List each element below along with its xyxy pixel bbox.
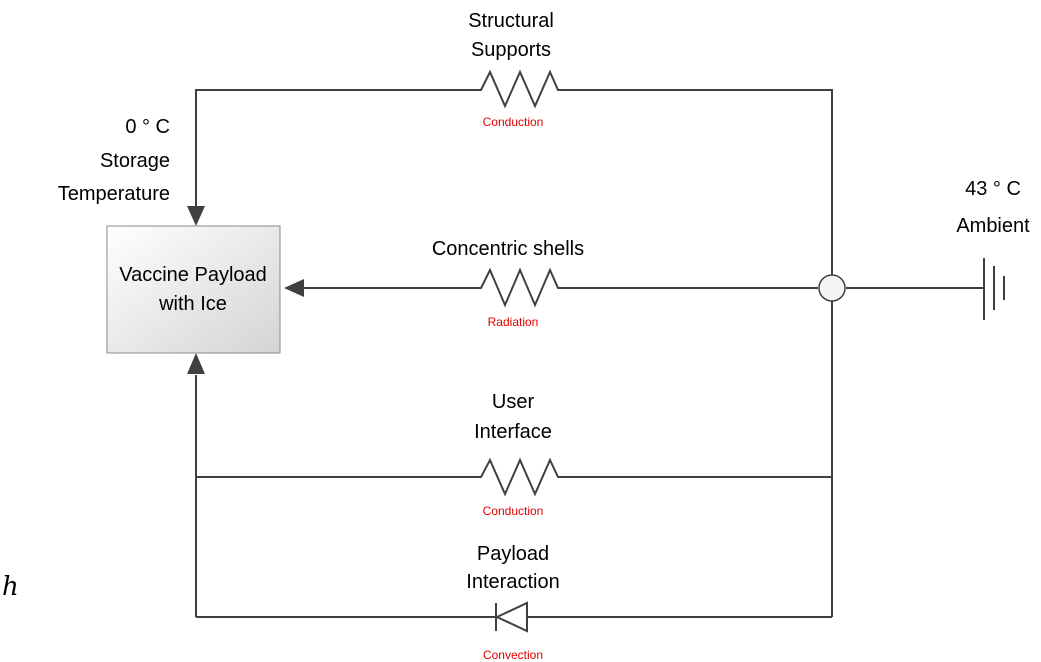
interaction-mode-label: Convection: [483, 648, 543, 662]
structural-branch-wire-right: [565, 89, 833, 477]
structural-arrowhead: [187, 206, 205, 226]
interaction-label-line1: Payload: [477, 543, 549, 565]
user-branch-wire-left: [195, 375, 481, 617]
structural-label-line1: Structural: [468, 10, 554, 32]
ambient-temp-label: 43 ° C: [965, 178, 1021, 200]
user-branch-wire-right: [565, 476, 833, 617]
payload-box: [106, 225, 281, 354]
user-mode-label: Conduction: [483, 504, 544, 518]
user-arrowhead: [187, 353, 205, 374]
user-resistor: [470, 457, 565, 497]
structural-label-line2: Supports: [471, 39, 551, 61]
shells-mode-label: Radiation: [488, 315, 539, 329]
shells-label: Concentric shells: [432, 238, 584, 260]
storage-label: Storage: [100, 150, 170, 172]
diode-triangle: [494, 601, 528, 633]
structural-branch-wire-left: [195, 89, 481, 212]
storage-temp-label: 0 ° C: [125, 116, 170, 138]
storage-temperature-label: Temperature: [58, 183, 170, 205]
interaction-label-line2: Interaction: [466, 571, 559, 593]
shells-resistor: [470, 267, 565, 308]
user-label-line2: Interface: [474, 421, 552, 443]
shells-arrowhead: [284, 279, 304, 297]
payload-label-line2: with Ice: [158, 293, 227, 315]
structural-resistor: [470, 69, 565, 109]
junction-node: [818, 274, 846, 302]
structural-mode-label: Conduction: [483, 115, 544, 129]
payload-label-line1: Vaccine Payload: [119, 264, 267, 286]
user-label-line1: User: [492, 391, 535, 413]
stray-glyph: h: [2, 572, 19, 602]
ambient-label: Ambient: [956, 215, 1030, 237]
